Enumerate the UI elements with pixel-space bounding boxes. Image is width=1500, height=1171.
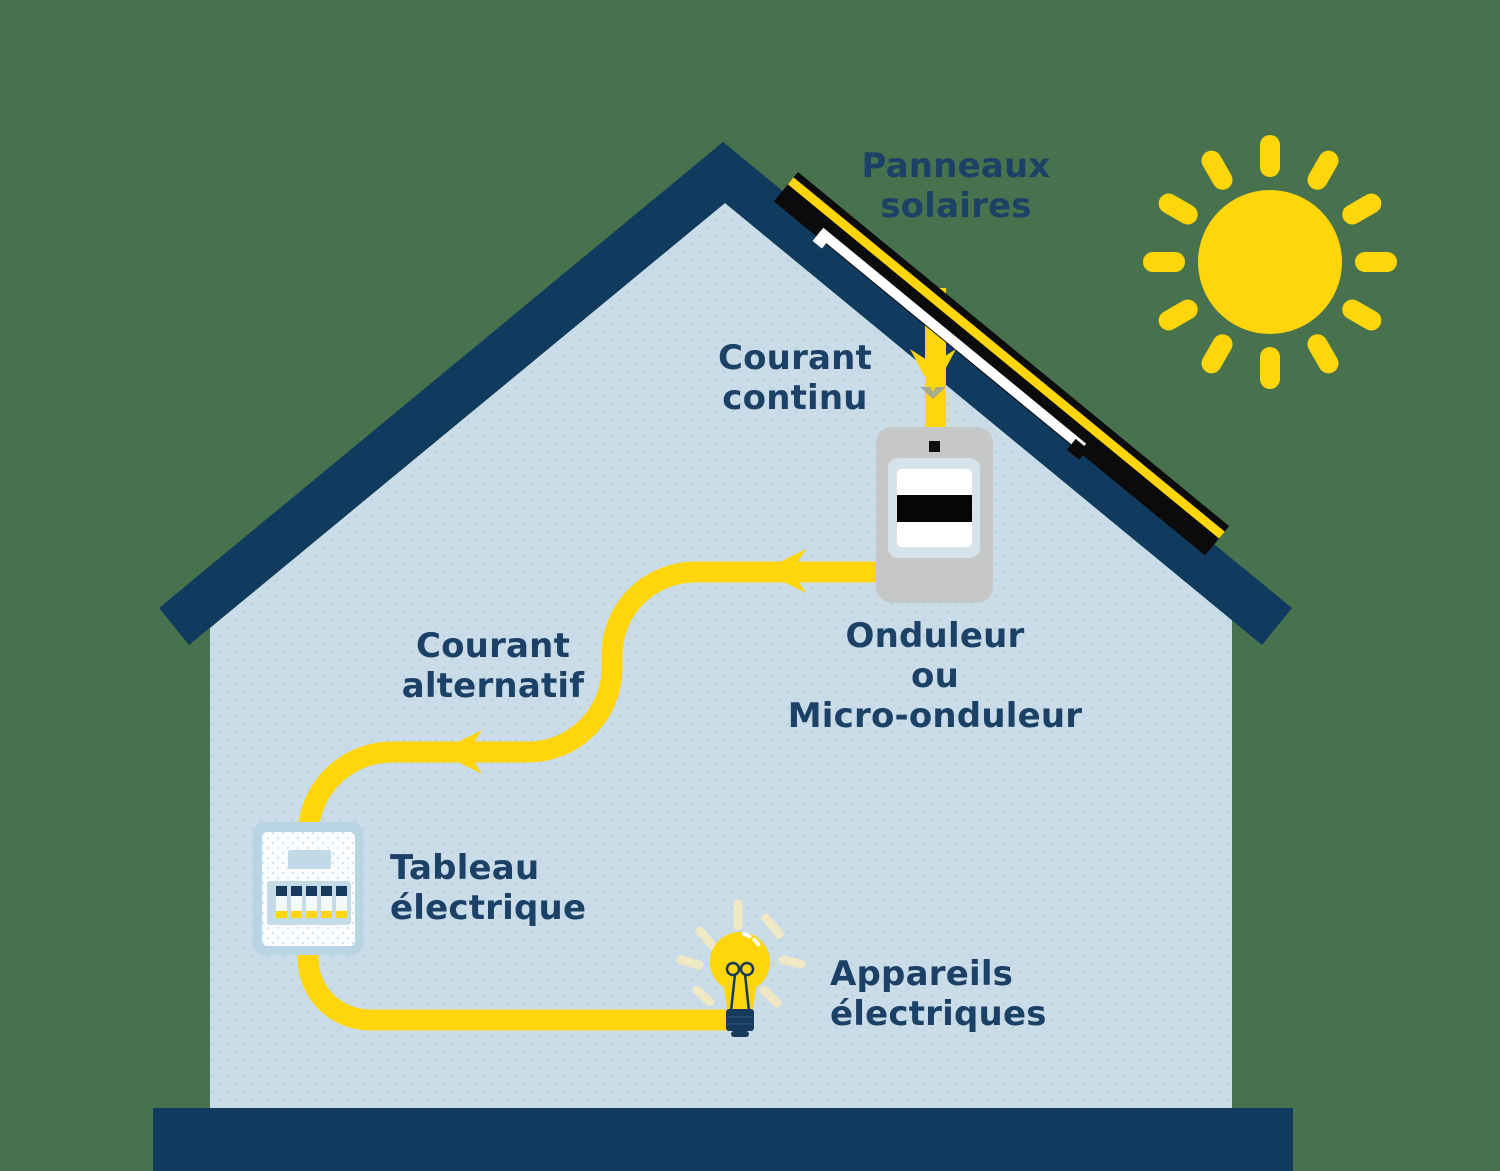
left-arrow-icon-upper xyxy=(762,549,806,593)
solar-panel-frame xyxy=(773,171,1230,556)
label-line: Panneaux xyxy=(861,146,1051,186)
bulb-filament xyxy=(725,961,755,1012)
label-line: Onduleur xyxy=(845,616,1025,656)
bulb-rays xyxy=(676,899,806,1008)
ac-wire-path xyxy=(297,561,884,1031)
light-bulb-icon xyxy=(676,899,806,1037)
breakers xyxy=(276,886,347,918)
solar-panel-yellow-stripe xyxy=(787,177,1225,539)
label-line: Appareils xyxy=(830,954,1014,994)
house-foundation xyxy=(153,1108,1293,1171)
sun-rays xyxy=(1143,135,1397,389)
down-arrow-icon xyxy=(910,349,956,392)
solar-panel-white-stripe xyxy=(817,227,1087,452)
label-line: Courant xyxy=(717,338,873,378)
solar-panel-icon xyxy=(773,171,1230,556)
label-courant-continu: Courant continu xyxy=(680,338,910,418)
label-line: alternatif xyxy=(401,666,585,706)
label-line: Tableau xyxy=(390,848,540,888)
bulb-base xyxy=(726,1009,754,1031)
bulb-glass xyxy=(710,932,770,992)
solar-panel-bracket-start xyxy=(812,230,831,249)
label-line: Courant xyxy=(415,626,571,666)
inverter-icon xyxy=(876,427,993,603)
solar-panel-bracket-end xyxy=(1066,438,1089,460)
electrical-panel-icon xyxy=(253,822,363,955)
label-line: Micro-onduleur xyxy=(787,696,1083,736)
label-line: électrique xyxy=(390,888,587,928)
arrow-shadow xyxy=(920,387,946,399)
bulb-highlight xyxy=(742,932,763,951)
breaker xyxy=(276,886,287,918)
label-panneaux-solaires: Panneaux solaires xyxy=(786,146,1126,226)
label-courant-alternatif: Courant alternatif xyxy=(333,626,653,706)
bulb-base-tip xyxy=(731,1031,749,1037)
label-appareils-electriques: Appareils électriques xyxy=(830,954,1130,1034)
left-arrow-icon-lower xyxy=(438,730,482,774)
sun-icon xyxy=(1143,135,1397,389)
sun-core xyxy=(1198,190,1342,334)
inverter-indicator xyxy=(929,441,940,452)
breaker xyxy=(336,886,347,918)
breaker xyxy=(291,886,302,918)
bulb-neck xyxy=(723,983,757,1013)
label-line: solaires xyxy=(880,186,1032,226)
label-line: continu xyxy=(722,378,868,418)
label-onduleur: Onduleur ou Micro-onduleur xyxy=(765,616,1105,736)
bulb-base-threads xyxy=(727,1016,753,1025)
label-tableau-electrique: Tableau électrique xyxy=(390,848,670,928)
inverter-screen-band xyxy=(897,495,972,522)
label-line: ou xyxy=(911,656,959,696)
breaker xyxy=(306,886,317,918)
label-line: électriques xyxy=(830,994,1047,1034)
panel-label-window xyxy=(288,850,331,869)
breaker xyxy=(321,886,332,918)
